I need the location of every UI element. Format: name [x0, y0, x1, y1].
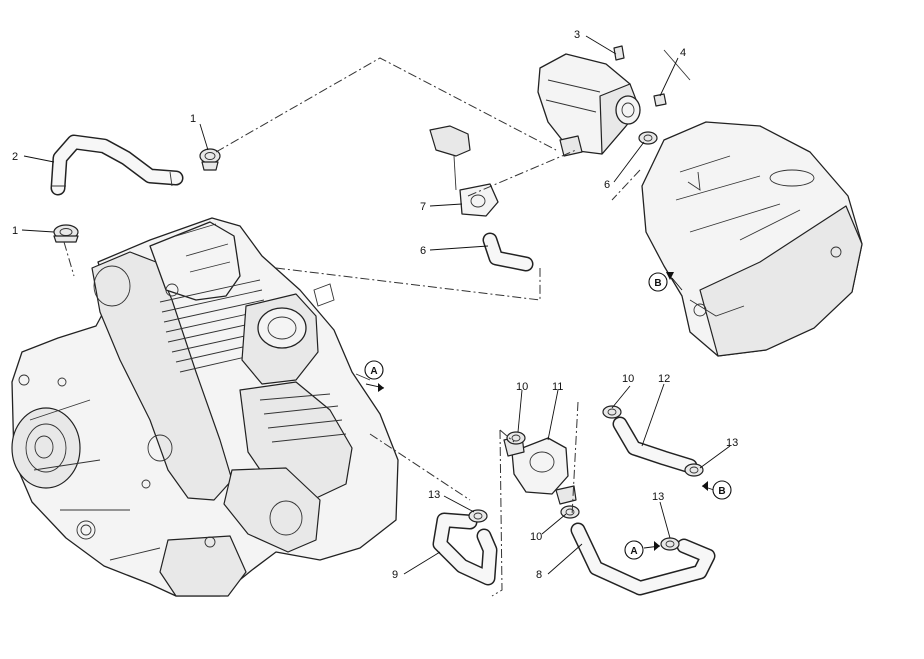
reference-callout-b-hose: B — [712, 480, 732, 500]
reference-callout-b-airbox: B — [648, 272, 668, 292]
part-number-labels: 1 2 1 3 4 6 7 6 10 11 10 12 13 13 13 10 … — [12, 29, 738, 581]
label-part-6-upper: 6 — [604, 179, 610, 191]
hose-part-9 — [432, 512, 498, 586]
label-part-11: 11 — [552, 381, 563, 393]
label-part-10-upper-left: 10 — [516, 381, 528, 393]
direction-arrows — [365, 272, 715, 551]
label-part-13-lower-right: 13 — [652, 491, 664, 503]
label-part-13-left: 13 — [428, 489, 440, 501]
engine-assembly — [11, 217, 399, 597]
callout-b-airbox-text: B — [654, 278, 661, 289]
label-part-13-right: 13 — [726, 437, 738, 449]
label-part-6-lower: 6 — [420, 245, 426, 257]
label-part-7: 7 — [420, 201, 426, 213]
assembly-lines — [63, 57, 641, 597]
hose-part-6 — [482, 232, 534, 272]
clamp-part-1-lower — [53, 224, 79, 243]
callout-a-hose-text: A — [630, 546, 637, 557]
label-part-8: 8 — [536, 569, 542, 581]
clamp-part-13-right — [684, 463, 704, 477]
reservoir-part-3-4 — [537, 45, 691, 157]
label-part-2: 2 — [12, 151, 18, 163]
clamp-part-13-lower-right — [660, 537, 680, 551]
label-part-10-upper-right: 10 — [622, 373, 634, 385]
callout-b-hose-text: B — [718, 486, 725, 497]
label-part-1-lower: 1 — [12, 225, 18, 237]
clamp-part-13-left — [468, 509, 488, 523]
clamp-part-10-upper-right — [602, 405, 622, 419]
callout-a-engine-text: A — [370, 366, 377, 377]
label-part-3: 3 — [574, 29, 580, 41]
label-part-10-lower: 10 — [530, 531, 542, 543]
reference-callout-a-hose: A — [624, 540, 644, 560]
label-part-12: 12 — [658, 373, 670, 385]
clamp-part-1-upper — [199, 148, 221, 171]
valve-part-7 — [429, 125, 499, 217]
label-part-1-upper: 1 — [190, 113, 196, 125]
label-part-9: 9 — [392, 569, 398, 581]
hose-part-12 — [612, 416, 698, 474]
label-part-4: 4 — [680, 47, 686, 59]
clamp-part-10-upper-left — [506, 431, 526, 445]
hose-part-2 — [50, 134, 184, 196]
reference-callout-a-engine: A — [364, 360, 384, 380]
airbox-assembly — [641, 121, 863, 357]
valve-part-11 — [503, 435, 577, 505]
hose-part-8 — [570, 522, 716, 596]
leader-lines — [21, 35, 731, 575]
